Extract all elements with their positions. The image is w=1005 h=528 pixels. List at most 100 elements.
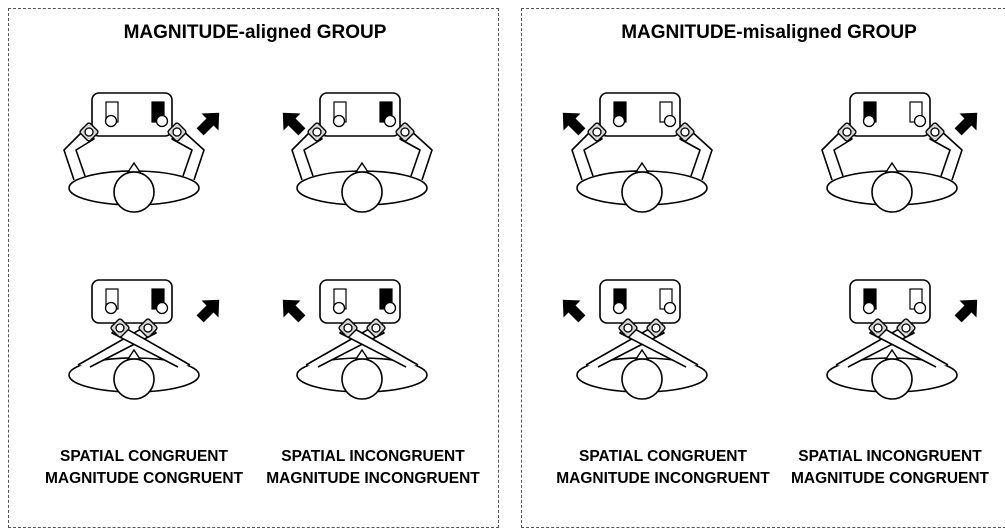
left-hand (618, 318, 638, 338)
caption-line-spatial: SPATIAL CONGRUENT (579, 448, 747, 465)
person (826, 318, 958, 400)
arrow-icon (562, 112, 586, 136)
nose (884, 161, 900, 173)
head (871, 358, 913, 400)
arrow-icon (562, 299, 586, 323)
head (341, 358, 383, 400)
head (113, 171, 155, 213)
keyboard (319, 92, 401, 137)
head (621, 171, 663, 213)
aligned-group-title: MAGNITUDE-aligned GROUP (123, 22, 387, 43)
figure-misaligned-parallel-left (562, 92, 713, 213)
figure-aligned-crossed-left (282, 279, 428, 400)
key-button-right (155, 301, 169, 315)
arrow-icon (282, 299, 306, 323)
key-button-left (862, 301, 876, 315)
arrow-icon (196, 112, 220, 136)
key-button-right (155, 114, 169, 128)
left-hand (868, 318, 888, 338)
person (296, 318, 428, 400)
arms (571, 122, 713, 181)
key-button-left (332, 114, 346, 128)
right-hand (896, 318, 916, 338)
left-hand (587, 122, 607, 142)
right-hand (646, 318, 666, 338)
person (291, 122, 433, 213)
head (341, 171, 383, 213)
left-hand (837, 122, 857, 142)
arms (585, 318, 699, 368)
keyboard (91, 92, 173, 137)
nose (634, 161, 650, 173)
caption-line-spatial: SPATIAL INCONGRUENT (281, 448, 465, 465)
nose (634, 348, 650, 360)
person (576, 318, 708, 400)
condition-caption: SPATIAL CONGRUENT MAGNITUDE INCONGRUENT (538, 446, 788, 490)
right-hand (366, 318, 386, 338)
right-hand (138, 318, 158, 338)
left-hand (338, 318, 358, 338)
key-button-right (913, 301, 927, 315)
key-button-left (104, 301, 118, 315)
figure-aligned-crossed-right (68, 279, 220, 400)
figure-aligned-parallel-right (63, 92, 220, 213)
condition-caption: SPATIAL CONGRUENT MAGNITUDE CONGRUENT (24, 446, 264, 490)
head (871, 171, 913, 213)
arms (63, 122, 205, 181)
caption-line-magnitude: MAGNITUDE CONGRUENT (790, 470, 990, 487)
keyboard (319, 279, 401, 324)
left-hand (307, 122, 327, 142)
key-button-right (383, 301, 397, 315)
keyboard (599, 92, 681, 137)
nose (354, 348, 370, 360)
arms (291, 122, 433, 181)
nose (126, 348, 142, 360)
misaligned-group-title: MAGNITUDE-misaligned GROUP (621, 22, 917, 43)
person (68, 318, 200, 400)
right-hand (167, 122, 187, 142)
person (571, 122, 713, 213)
figure-misaligned-parallel-right (821, 92, 978, 213)
left-hand (79, 122, 99, 142)
caption-line-spatial: SPATIAL CONGRUENT (60, 448, 228, 465)
keyboard (599, 279, 681, 324)
keyboard (849, 279, 931, 324)
figure-aligned-parallel-left (282, 92, 433, 213)
right-hand (395, 122, 415, 142)
caption-line-spatial: SPATIAL INCONGRUENT (798, 448, 982, 465)
figure-misaligned-crossed-right (826, 279, 978, 400)
person (821, 122, 963, 213)
left-hand (110, 318, 130, 338)
nose (354, 161, 370, 173)
nose (126, 161, 142, 173)
key-button-right (663, 301, 677, 315)
key-button-left (612, 301, 626, 315)
caption-line-magnitude: MAGNITUDE INCONGRUENT (266, 470, 480, 487)
caption-line-magnitude: MAGNITUDE INCONGRUENT (556, 470, 770, 487)
key-button-left (332, 301, 346, 315)
arrow-icon (282, 112, 306, 136)
arrow-icon (196, 299, 220, 323)
key-button-right (383, 114, 397, 128)
keyboard (849, 92, 931, 137)
key-button-left (612, 114, 626, 128)
key-button-right (913, 114, 927, 128)
condition-caption: SPATIAL INCONGRUENT MAGNITUDE CONGRUENT (770, 446, 1005, 490)
arms (821, 122, 963, 181)
arrow-icon (954, 299, 978, 323)
right-hand (925, 122, 945, 142)
arms (77, 318, 191, 368)
key-button-left (862, 114, 876, 128)
arms (835, 318, 949, 368)
head (621, 358, 663, 400)
caption-line-magnitude: MAGNITUDE CONGRUENT (44, 470, 244, 487)
figure-misaligned-crossed-left (562, 279, 708, 400)
arrow-icon (954, 112, 978, 136)
key-button-left (104, 114, 118, 128)
key-button-right (663, 114, 677, 128)
nose (884, 348, 900, 360)
person (63, 122, 205, 213)
right-hand (675, 122, 695, 142)
condition-caption: SPATIAL INCONGRUENT MAGNITUDE INCONGRUEN… (253, 446, 493, 490)
arms (305, 318, 419, 368)
